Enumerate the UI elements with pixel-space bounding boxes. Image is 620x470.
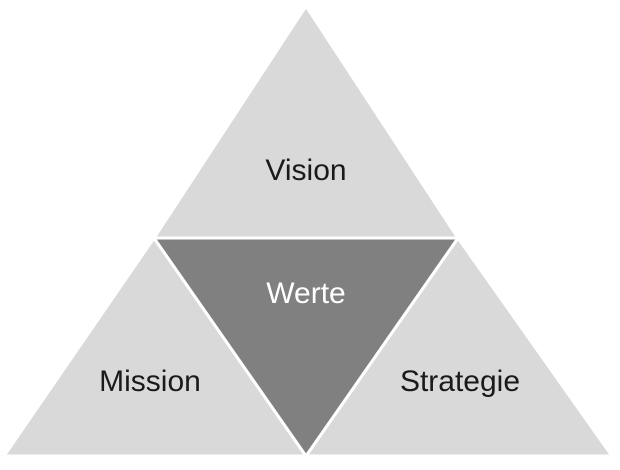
- vision-segment: [151, 3, 461, 240]
- werte-label: Werte: [266, 277, 345, 310]
- strategie-label: Strategie: [400, 365, 520, 398]
- vision-label: Vision: [265, 154, 346, 187]
- werte-segment: [151, 236, 461, 459]
- mission-label: Mission: [99, 365, 201, 398]
